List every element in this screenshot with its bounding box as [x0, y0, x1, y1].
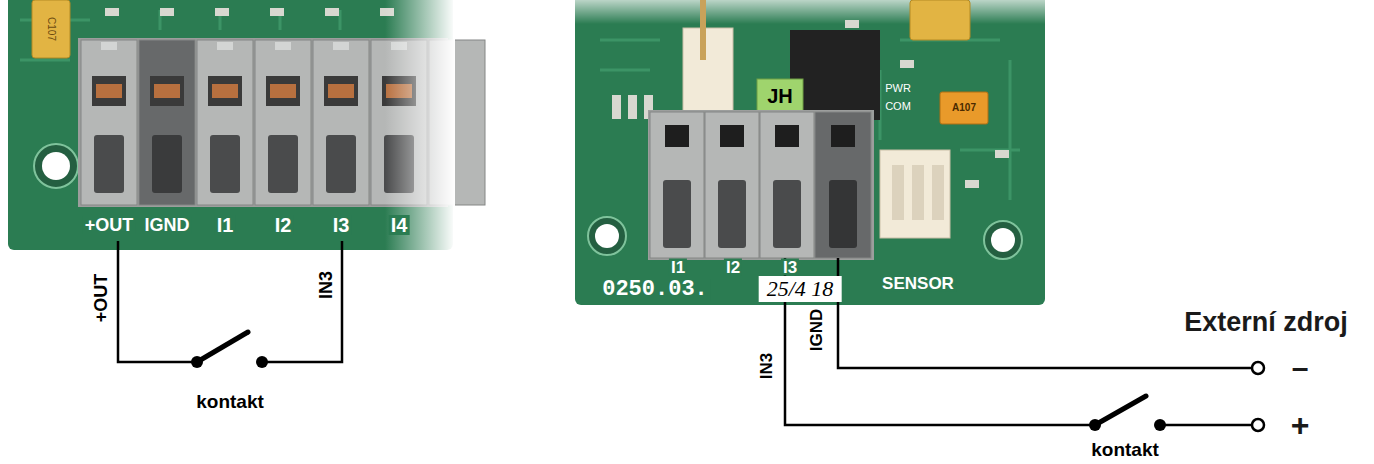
pin-name: I1: [215, 215, 236, 235]
pin-name: I3: [331, 215, 352, 235]
pin-name: I1: [669, 259, 687, 276]
switch-contacts: [1089, 419, 1166, 431]
component-label: C107: [46, 17, 56, 41]
handwritten-date: 25/4 18: [759, 276, 842, 302]
signal-name: +OUT: [92, 274, 110, 323]
polarity-sign: +: [1291, 409, 1310, 441]
signal-name: IGND: [808, 309, 825, 352]
left-pcb: [8, 0, 485, 254]
pin-name: I2: [273, 215, 294, 235]
board-number: 0250.03.: [600, 279, 710, 301]
signal-name: IN3: [317, 271, 335, 299]
signal-name: IN3: [758, 353, 775, 379]
pin-name: +OUT: [83, 216, 136, 234]
pin-name: IGND: [143, 216, 192, 234]
switch-label: kontakt: [1091, 440, 1159, 459]
polarity-sign: –: [1292, 353, 1309, 383]
pin-name: I4: [389, 215, 410, 235]
component-label: A107: [952, 103, 976, 113]
pin-name: I3: [781, 259, 799, 276]
connector-label: SENSOR: [880, 275, 956, 292]
led-label: PWR: [885, 83, 911, 94]
sticker-text: JH: [767, 86, 793, 106]
supply-title: Externí zdroj: [1184, 309, 1348, 336]
supply-terminals: [1252, 362, 1264, 431]
led-label: COM: [885, 101, 911, 112]
switch-label: kontakt: [196, 392, 264, 411]
terminal-block: [648, 110, 874, 260]
pin-name: I2: [724, 259, 742, 276]
right-wiring: [785, 258, 1252, 425]
switch-contacts: [191, 356, 268, 368]
right-pcb: [575, 0, 1045, 305]
left-wiring: [118, 241, 342, 362]
